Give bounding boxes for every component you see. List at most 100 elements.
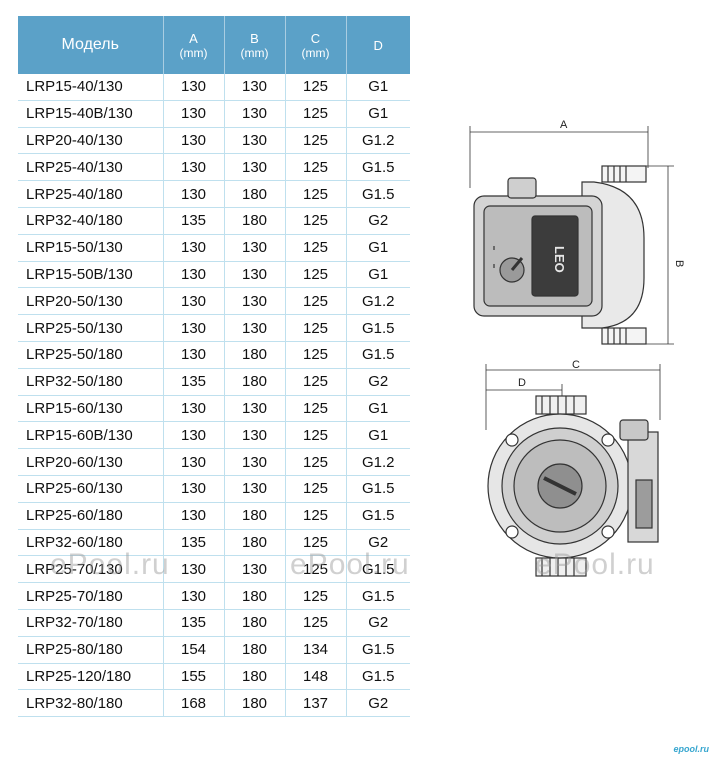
cell-a: 130 — [163, 475, 225, 503]
cell-model: LRP15-50B/130 — [18, 261, 164, 289]
cell-d: G1.5 — [346, 475, 410, 503]
cell-c: 125 — [285, 180, 347, 208]
cell-c: 125 — [285, 555, 347, 584]
header-a: A(mm) — [163, 16, 225, 74]
cell-c: 134 — [285, 636, 347, 664]
header-row: Модель A(mm) B(mm) C(mm) D — [18, 16, 410, 74]
cell-model: LRP32-40/180 — [18, 207, 164, 235]
cell-a: 130 — [163, 341, 225, 369]
cell-model: LRP15-40/130 — [18, 74, 164, 101]
cell-c: 125 — [285, 582, 347, 610]
cell-b: 130 — [224, 475, 286, 503]
cell-a: 135 — [163, 207, 225, 235]
cell-model: LRP20-60/130 — [18, 448, 164, 476]
cell-d: G1 — [346, 234, 410, 262]
pump-top-view-drawing: C D — [485, 360, 661, 577]
header-d-letter: D — [373, 37, 383, 53]
cell-c: 125 — [285, 100, 347, 128]
cell-model: LRP32-70/180 — [18, 609, 164, 637]
cell-d: G1.5 — [346, 341, 410, 369]
pump-side-view-drawing: A B LEO — [469, 119, 685, 345]
header-model-label: Модель — [61, 36, 119, 53]
cell-a: 168 — [163, 689, 225, 718]
cell-b: 180 — [224, 180, 286, 208]
dimension-a-label: A — [560, 119, 568, 131]
cell-c: 125 — [285, 234, 347, 262]
cell-a: 155 — [163, 663, 225, 691]
brand-label: LEO — [552, 246, 567, 273]
cell-model: LRP25-70/180 — [18, 582, 164, 610]
cell-d: G2 — [346, 529, 410, 557]
cell-c: 125 — [285, 529, 347, 557]
cell-d: G1.5 — [346, 153, 410, 182]
cell-d: G1.5 — [346, 636, 410, 664]
cell-model: LRP20-50/130 — [18, 287, 164, 316]
cell-c: 125 — [285, 153, 347, 182]
cell-a: 130 — [163, 74, 225, 101]
cell-b: 130 — [224, 100, 286, 128]
cell-b: 130 — [224, 448, 286, 476]
cell-d: G2 — [346, 689, 410, 718]
cell-c: 125 — [285, 395, 347, 423]
cell-c: 125 — [285, 475, 347, 503]
cell-c: 125 — [285, 502, 347, 530]
cell-model: LRP25-80/180 — [18, 636, 164, 664]
cell-d: G1 — [346, 261, 410, 289]
cell-a: 135 — [163, 609, 225, 637]
cell-a: 130 — [163, 502, 225, 530]
cell-a: 135 — [163, 529, 225, 557]
cell-d: G1.5 — [346, 314, 410, 342]
cell-c: 125 — [285, 421, 347, 450]
cell-c: 125 — [285, 609, 347, 637]
cell-b: 130 — [224, 127, 286, 155]
watermark-1: ePool.ru — [50, 548, 170, 581]
cell-b: 130 — [224, 555, 286, 584]
cell-model: LRP25-40/130 — [18, 153, 164, 182]
cell-a: 130 — [163, 287, 225, 316]
cell-model: LRP20-40/130 — [18, 127, 164, 155]
cell-d: G1.5 — [346, 502, 410, 530]
cell-d: G2 — [346, 368, 410, 396]
cell-model: LRP25-70/130 — [18, 555, 164, 584]
cell-c: 125 — [285, 341, 347, 369]
cell-model: LRP32-60/180 — [18, 529, 164, 557]
cell-c: 125 — [285, 261, 347, 289]
header-c-letter: C — [310, 30, 321, 46]
header-model: Модель — [18, 16, 164, 74]
cell-a: 154 — [163, 636, 225, 664]
cell-d: G1 — [346, 100, 410, 128]
cell-b: 130 — [224, 314, 286, 342]
cell-d: G1 — [346, 395, 410, 423]
cell-c: 125 — [285, 368, 347, 396]
cell-a: 130 — [163, 314, 225, 342]
cell-a: 130 — [163, 421, 225, 450]
cell-d: G1.2 — [346, 127, 410, 155]
cell-b: 180 — [224, 529, 286, 557]
cell-model: LRP15-60B/130 — [18, 421, 164, 450]
cell-a: 135 — [163, 368, 225, 396]
cell-model: LRP32-50/180 — [18, 368, 164, 396]
cell-a: 130 — [163, 180, 225, 208]
cell-d: G1 — [346, 421, 410, 450]
cell-a: 130 — [163, 153, 225, 182]
cell-b: 130 — [224, 234, 286, 262]
cell-model: LRP25-50/130 — [18, 314, 164, 342]
footer-logo: epool.ru — [673, 744, 710, 754]
cell-b: 180 — [224, 502, 286, 530]
cell-a: 130 — [163, 127, 225, 155]
header-b-unit: (mm) — [240, 45, 269, 60]
cell-d: G1 — [346, 74, 410, 101]
cell-d: G2 — [346, 609, 410, 637]
cell-d: G1.5 — [346, 582, 410, 610]
header-d: D — [346, 16, 410, 74]
